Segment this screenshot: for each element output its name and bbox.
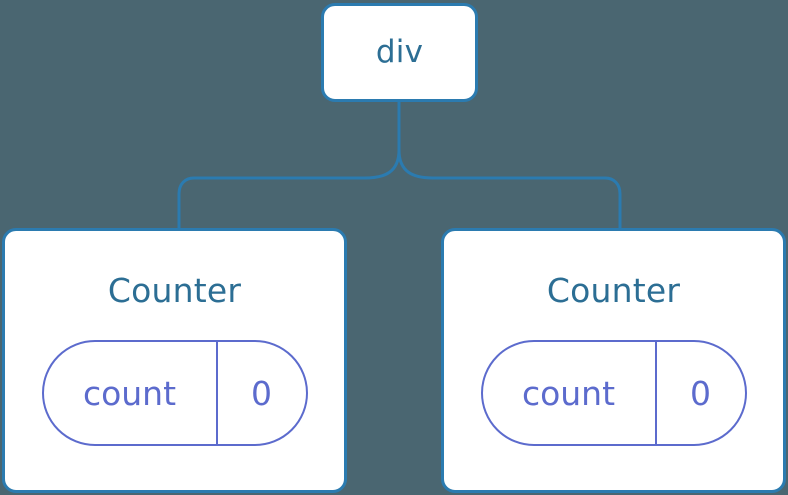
node-div[interactable]: div bbox=[321, 3, 478, 102]
state-pill-left-key: count bbox=[44, 342, 218, 444]
state-pill-right-value: 0 bbox=[690, 373, 711, 413]
node-div-label: div bbox=[375, 34, 424, 70]
state-pill-right: count 0 bbox=[480, 340, 747, 446]
state-pill-left: count 0 bbox=[41, 340, 308, 446]
node-counter-left[interactable]: Counter count 0 bbox=[2, 228, 347, 493]
node-counter-right[interactable]: Counter count 0 bbox=[441, 228, 786, 493]
state-pill-left-value: 0 bbox=[251, 373, 272, 413]
node-counter-right-label: Counter bbox=[546, 271, 681, 310]
connector-root-to-left-child bbox=[177, 149, 401, 228]
connector-root-to-right-child bbox=[397, 149, 622, 228]
node-counter-left-label: Counter bbox=[107, 271, 242, 310]
state-pill-right-key: count bbox=[483, 342, 657, 444]
